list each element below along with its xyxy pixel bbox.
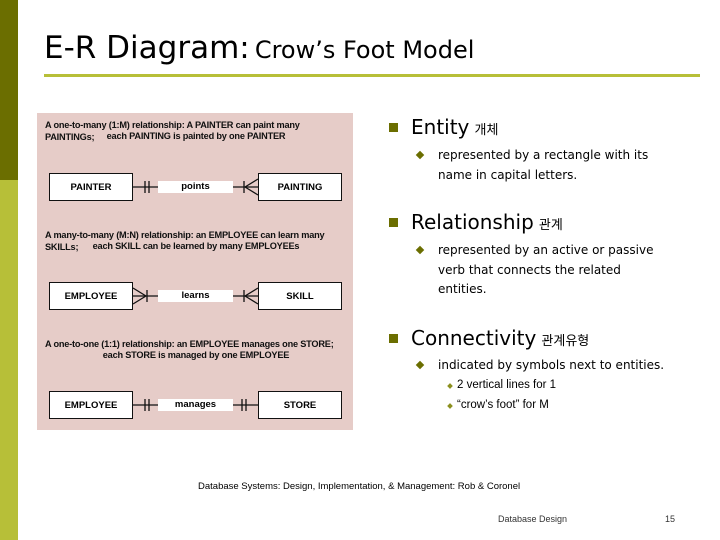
bullet-square-icon (389, 218, 398, 227)
bullet-square-icon (389, 123, 398, 132)
bullet-entity-desc: represented by a rectangle with its name… (438, 146, 700, 185)
entity-skill: SKILL (258, 282, 342, 310)
title-underline (44, 74, 700, 77)
bullet-relationship-label: Relationship (411, 210, 534, 234)
bullet-entity-label: Entity (411, 115, 470, 139)
caption-3-line-2: each STORE is managed by one EMPLOYEE (102, 350, 290, 360)
relationship-label-3: manages (158, 399, 233, 411)
caption-2-line-1: A many-to-many (M:N) relationship: an EM… (45, 230, 325, 252)
entity-painter: PAINTER (49, 173, 133, 201)
caption-3-line-1: A one-to-one (1:1) relationship: an EMPL… (45, 339, 334, 349)
text-line: name in capital letters. (438, 167, 578, 182)
bullet-connectivity-korean: 관계유형 (541, 334, 590, 349)
caption-1-line-2: each PAINTING is painted by one PAINTER (106, 131, 286, 141)
text-line: verb that connects the related (438, 262, 621, 277)
bullet-connectivity-label: Connectivity (411, 326, 537, 350)
bullet-small-diamond-icon (447, 383, 453, 389)
bullet-relationship-desc: represented by an active or passive verb… (438, 241, 700, 300)
bullet-diamond-icon (415, 245, 425, 255)
text-line: entities. (438, 282, 487, 296)
caption-2-line-2: each SKILL can be learned by many EMPLOY… (92, 241, 300, 251)
side-bar-top (0, 0, 18, 180)
source-citation: Database Systems: Design, Implementation… (198, 481, 521, 492)
text-line: represented by an active or passive (438, 243, 654, 257)
entity-painting: PAINTING (258, 173, 342, 201)
title-sub: Crow’s Foot Model (254, 36, 475, 64)
bullet-small-diamond-icon (447, 403, 453, 409)
footer-course: Database Design (498, 514, 568, 524)
text-line: indicated by symbols next to entities. (438, 358, 665, 372)
bullet-connectivity-desc: indicated by symbols next to entities. (438, 356, 700, 376)
bullet-connectivity: Connectivity 관계유형 (411, 326, 589, 350)
entity-store: STORE (258, 391, 342, 419)
slide-title: E-R Diagram: Crow’s Foot Model (44, 30, 474, 66)
bullet-relationship-korean: 관계 (538, 218, 563, 233)
entity-employee-1: EMPLOYEE (49, 282, 133, 310)
bullet-entity: Entity 개체 (411, 115, 498, 139)
bullet-diamond-icon (415, 150, 425, 160)
relationship-label-1: points (158, 181, 233, 193)
bullet-diamond-icon (415, 360, 425, 370)
side-bar-bottom (0, 180, 18, 540)
text-line: represented by a rectangle with its (438, 148, 649, 162)
bullet-square-icon (389, 334, 398, 343)
entity-employee-2: EMPLOYEE (49, 391, 133, 419)
bullet-entity-korean: 개체 (474, 123, 499, 138)
relationship-label-2: learns (158, 290, 233, 302)
caption-1-line-1: A one-to-many (1:M) relationship: A PAIN… (45, 120, 300, 142)
connectivity-many: “crow’s foot” for M (457, 399, 549, 411)
crows-foot-figure: A one-to-many (1:M) relationship: A PAIN… (37, 113, 353, 430)
bullet-relationship: Relationship 관계 (411, 210, 563, 234)
title-main: E-R Diagram: (44, 30, 250, 66)
connectivity-one: 2 vertical lines for 1 (457, 379, 557, 391)
footer-page-number: 15 (665, 514, 676, 524)
